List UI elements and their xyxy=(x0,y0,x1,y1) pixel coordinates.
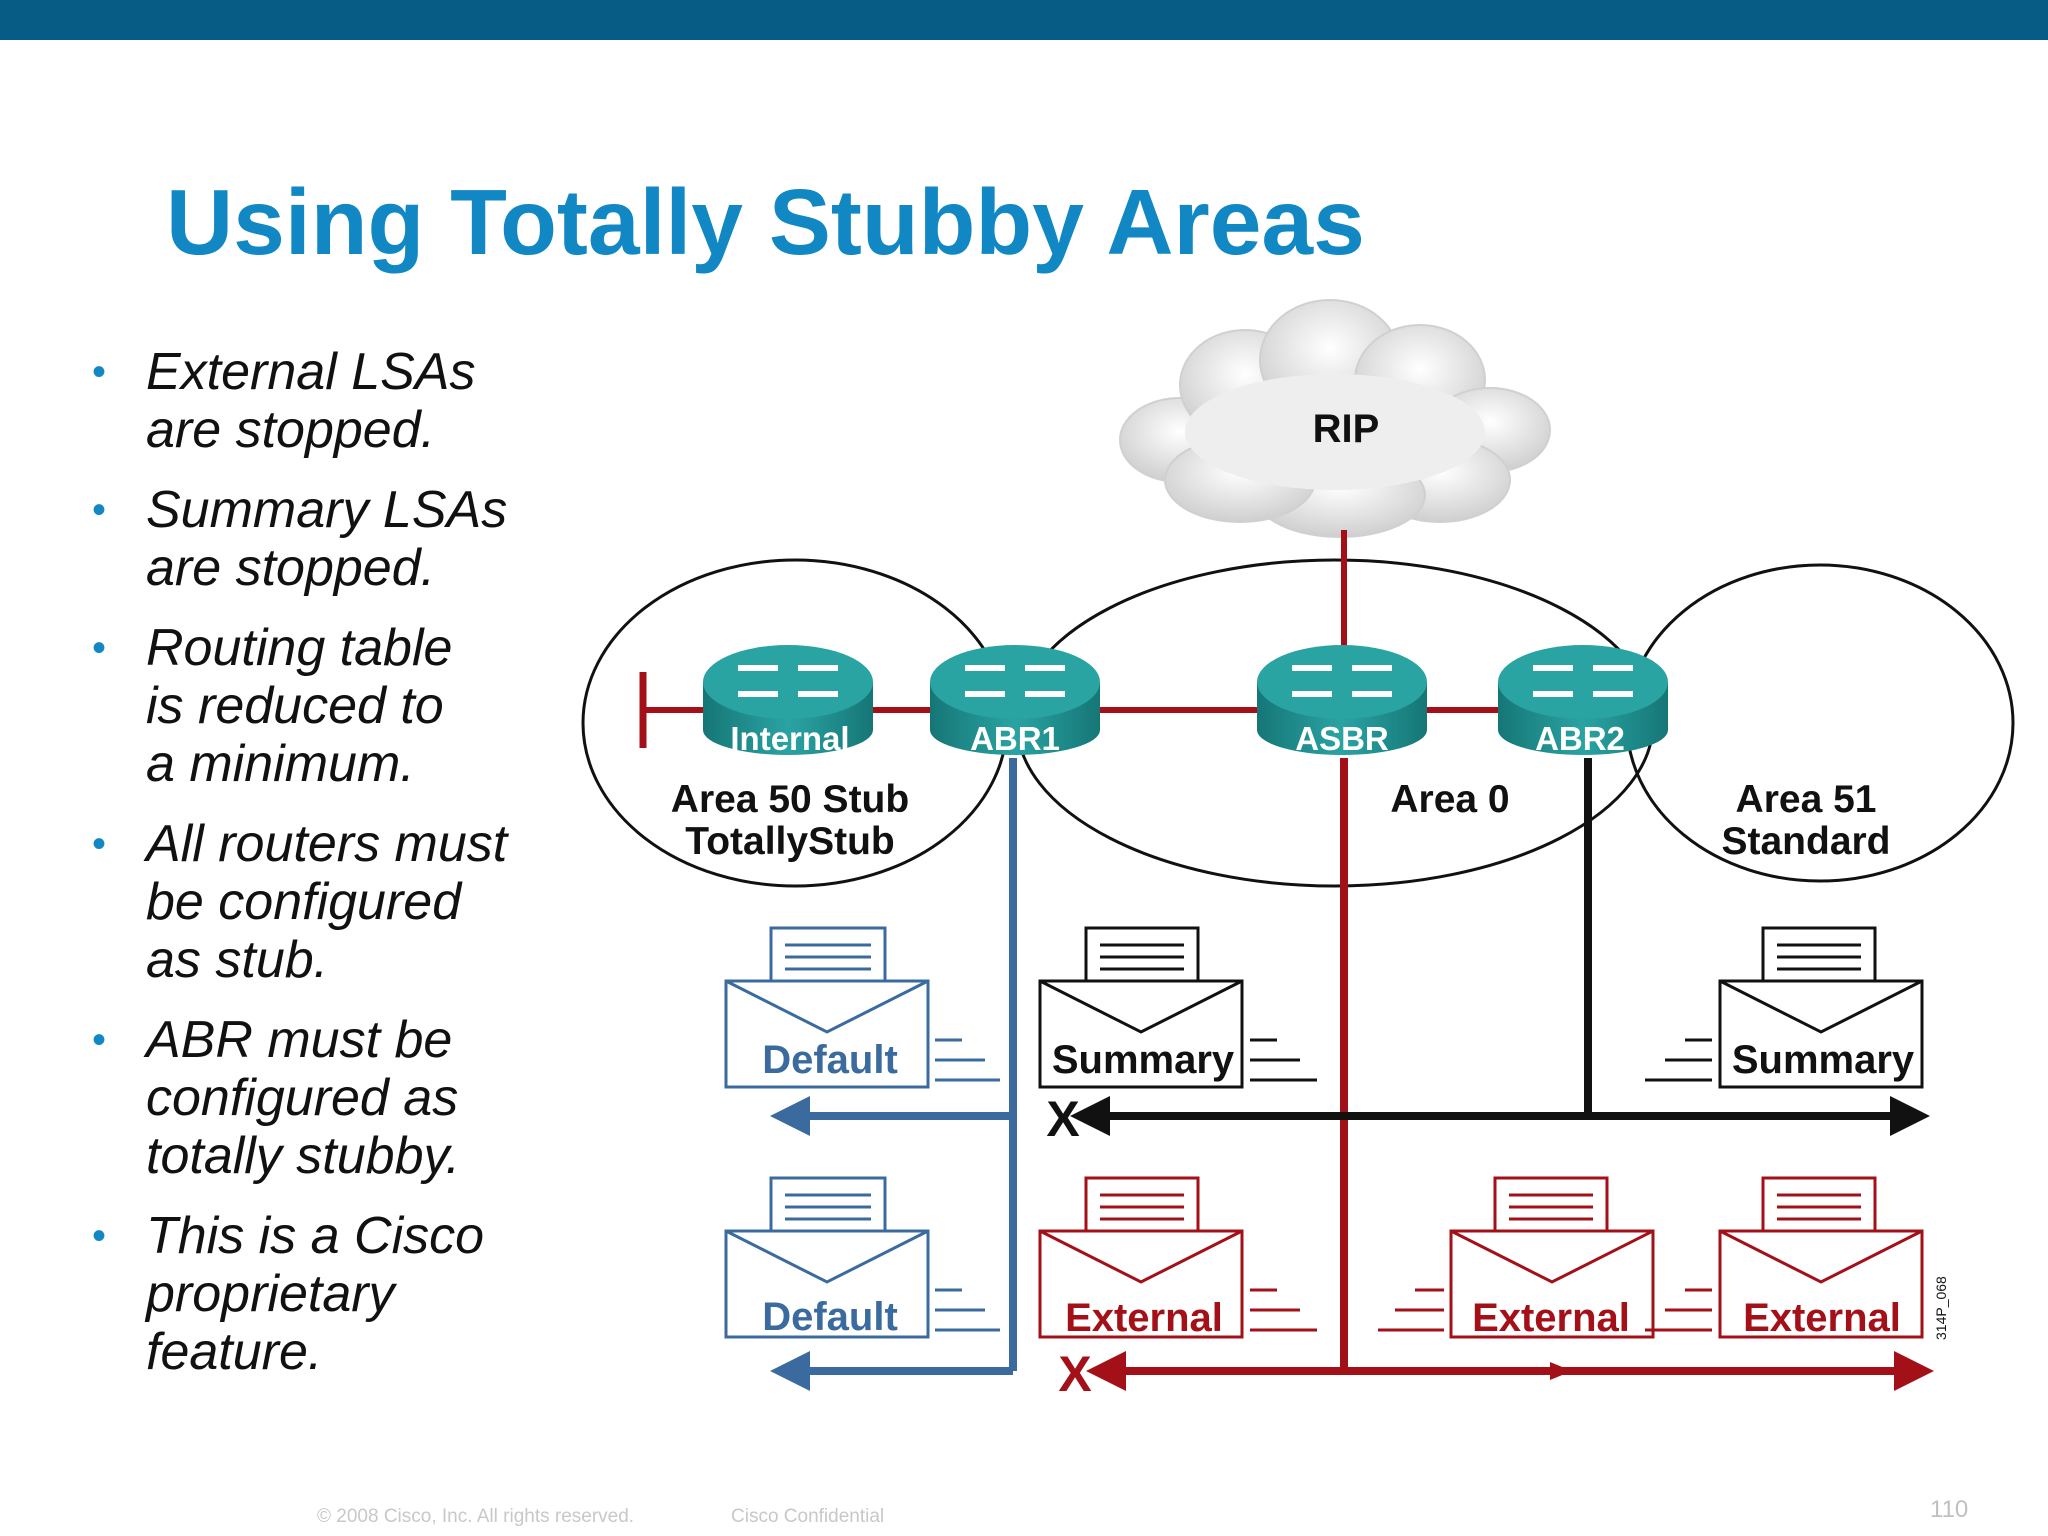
lsa-envelope-summary: Summary xyxy=(1038,926,1317,1089)
bullet-line: totally stubby. xyxy=(146,1127,461,1185)
lsa-envelope-default: Default xyxy=(724,926,1000,1089)
lsa-envelope-default: Default xyxy=(724,1176,1000,1339)
router-internal: Internal xyxy=(703,645,873,757)
external-arrow-mid-head xyxy=(1550,1362,1572,1380)
bullet-line: is reduced to xyxy=(146,677,444,735)
router-arrows-icon xyxy=(1533,665,1633,697)
router-arrows-icon xyxy=(1292,665,1392,697)
router-label: ABR2 xyxy=(1535,720,1625,757)
area-51-type-label: Standard xyxy=(1721,820,1890,863)
bullet-line: as stub. xyxy=(146,931,329,989)
lsa-envelope-external: External xyxy=(1378,1176,1655,1340)
figure-code: 314P_068 xyxy=(1933,1276,1949,1340)
lsa-label: Summary xyxy=(1052,1038,1235,1082)
area-0-label: Area 0 xyxy=(1390,778,1509,821)
cloud-label: RIP xyxy=(1313,407,1380,451)
bullet-line: are stopped. xyxy=(146,539,436,597)
bullet-dot: • xyxy=(92,822,107,866)
lsa-label: External xyxy=(1065,1296,1223,1340)
bullet-line: External LSAs xyxy=(146,343,476,401)
router-abr2: ABR2 xyxy=(1498,645,1668,757)
slide-title: Using Totally Stubby Areas xyxy=(166,170,1365,274)
router-arrows-icon xyxy=(965,665,1065,697)
bullet-line: ABR must be xyxy=(146,1011,453,1069)
bullet-line: This is a Cisco xyxy=(146,1207,485,1265)
lsa-label: Summary xyxy=(1732,1038,1915,1082)
blocked-summary-marker: X xyxy=(1046,1091,1079,1147)
footer-copyright: © 2008 Cisco, Inc. All rights reserved. xyxy=(317,1506,635,1527)
blocked-external-marker: X xyxy=(1058,1346,1091,1402)
bullet-line: Routing table xyxy=(146,619,453,677)
router-arrows-icon xyxy=(738,665,838,697)
rip-cloud: RIP xyxy=(1119,299,1551,538)
lsa-label: Default xyxy=(762,1295,898,1339)
bullet-line: proprietary xyxy=(146,1265,395,1323)
bullet-dot: • xyxy=(92,488,107,532)
lsa-envelope-external: External xyxy=(1038,1176,1317,1340)
lsa-envelope-summary: Summary xyxy=(1645,926,1924,1089)
lsa-envelope-external: External xyxy=(1645,1176,1924,1340)
area-50-label: Area 50 Stub xyxy=(671,778,909,821)
bullet-dot: • xyxy=(92,1018,107,1062)
area-50-type-label: TotallyStub xyxy=(685,820,894,863)
footer-confidential: Cisco Confidential xyxy=(731,1506,885,1527)
bullet-dot: • xyxy=(92,1214,107,1258)
router-label: ABR1 xyxy=(970,720,1060,757)
page-number: 110 xyxy=(1930,1496,1969,1523)
bullet-line: be configured xyxy=(146,873,462,931)
bullet-line: are stopped. xyxy=(146,401,436,459)
bullet-line: configured as xyxy=(146,1069,459,1127)
bullet-dot: • xyxy=(92,626,107,670)
lsa-label: Default xyxy=(762,1038,898,1082)
bullet-line: feature. xyxy=(146,1323,323,1381)
bullet-line: a minimum. xyxy=(146,735,415,793)
bullet-dot: • xyxy=(92,350,107,394)
bullet-line: Summary LSAs xyxy=(146,481,508,539)
router-asbr: ASBR xyxy=(1257,645,1427,757)
router-abr1: ABR1 xyxy=(930,645,1100,757)
top-banner xyxy=(0,0,2048,40)
router-label: ASBR xyxy=(1295,720,1389,757)
bullet-line: All routers must xyxy=(146,815,508,873)
area-51-label: Area 51 xyxy=(1736,778,1877,821)
lsa-label: External xyxy=(1472,1296,1630,1340)
router-label: Internal xyxy=(730,720,849,757)
lsa-label: External xyxy=(1743,1296,1901,1340)
